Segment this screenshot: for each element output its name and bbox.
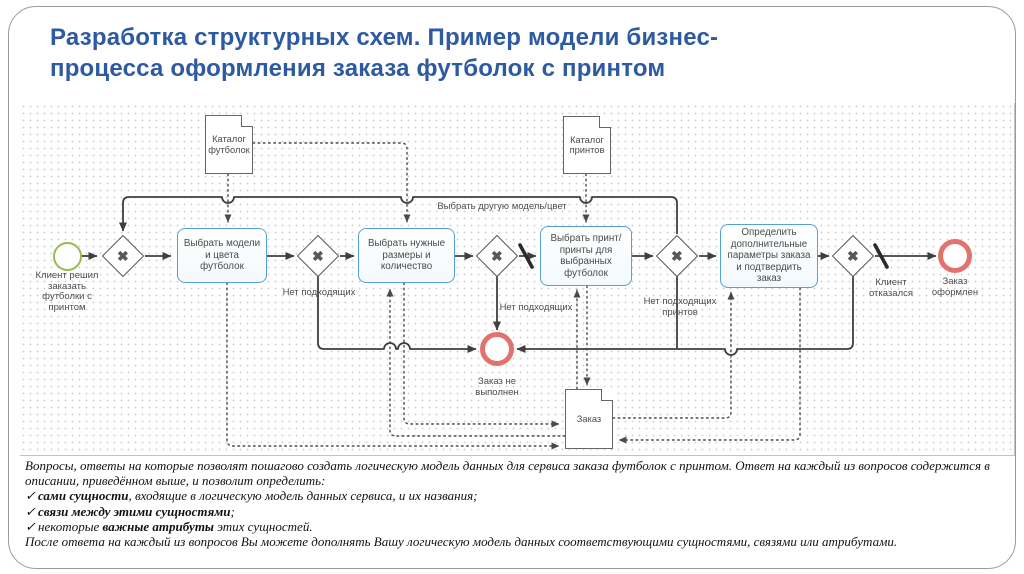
end-event-success <box>938 239 972 273</box>
end-event-success-label: Заказ оформлен <box>931 276 979 298</box>
note-bullet-1: ✓ сами сущности, входящие в логическую м… <box>25 488 1013 503</box>
bullet-post: ; <box>230 503 235 519</box>
gateway-x-icon: ✖ <box>491 247 503 264</box>
flow-connectors <box>82 142 937 450</box>
gateway-x-icon: ✖ <box>671 247 683 264</box>
data-object-label: Заказ <box>576 413 602 424</box>
edge-label-no-suitable-2: Нет подходящих <box>499 302 573 313</box>
bullet-post: , входящие в логическую модель данных се… <box>128 488 478 504</box>
gateway-x-icon: ✖ <box>312 247 324 264</box>
document-fold-icon <box>599 116 611 128</box>
edge-label-client-refused: Клиент отказался <box>868 277 914 299</box>
note-bullet-text: некоторые важные атрибуты этих сущностей… <box>38 519 313 534</box>
check-icon: ✓ <box>25 503 36 519</box>
default-flow-markers <box>518 243 889 269</box>
task-select-models: Выбрать модели и цвета футболок <box>177 228 267 283</box>
note-bullet-3: ✓ некоторые важные атрибуты этих сущност… <box>25 519 1013 534</box>
bullet-bold: связи между этими сущностями <box>38 503 231 519</box>
document-fold-icon <box>601 389 613 401</box>
note-bullet-text: сами сущности, входящие в логическую мод… <box>38 488 478 503</box>
task-select-sizes: Выбрать нужные размеры и количество <box>358 228 455 283</box>
data-associations <box>224 142 801 450</box>
task-select-prints: Выбрать принт/принты для выбранных футбо… <box>540 226 632 286</box>
gateway-x-icon: ✖ <box>847 247 859 264</box>
title-line-1: Разработка структурных схем. Пример моде… <box>50 24 719 51</box>
title-line-2: процесса оформления заказа футболок с пр… <box>50 55 666 82</box>
data-object-label: Каталог футболок <box>208 134 250 155</box>
sequence-flows <box>82 196 937 356</box>
notes-block: Вопросы, ответы на которые позволят поша… <box>25 458 1013 549</box>
edge-label-choose-other: Выбрать другую модель/цвет <box>437 201 567 212</box>
note-bullet-2: ✓ связи между этими сущностями; <box>25 504 1013 519</box>
notes-outro: После ответа на каждый из вопросов Вы мо… <box>25 534 898 550</box>
check-icon: ✓ <box>25 488 36 504</box>
start-event <box>53 242 82 271</box>
slide-title: Разработка структурных схем. Пример моде… <box>50 22 810 84</box>
check-icon: ✓ <box>25 518 36 534</box>
bullet-bold: сами сущности <box>38 488 129 504</box>
bullet-pre: некоторые <box>38 518 103 534</box>
bullet-bold: важные атрибуты <box>102 518 214 534</box>
slide-frame <box>8 6 1016 569</box>
note-bullet-text: связи между этими сущностями; <box>38 504 235 519</box>
end-event-fail <box>480 332 514 366</box>
gateway-x-icon: ✖ <box>117 247 129 264</box>
bullet-post: этих сущностей. <box>213 518 313 534</box>
start-event-label: Клиент решил заказать футболки с принтом <box>35 270 99 313</box>
end-event-fail-label: Заказ не выполнен <box>475 376 519 398</box>
task-confirm-order: Определить дополнительные параметры зака… <box>720 224 818 288</box>
diagram-canvas: Клиент решил заказать футболки с принтом… <box>20 103 1015 456</box>
document-fold-icon <box>241 115 253 127</box>
notes-intro: Вопросы, ответы на которые позволят поша… <box>25 458 990 489</box>
data-object-label: Каталог принтов <box>569 134 605 155</box>
edge-label-no-suitable-1: Нет подходящих <box>282 287 356 298</box>
edge-label-no-suitable-prints: Нет подходящих принтов <box>643 296 717 318</box>
